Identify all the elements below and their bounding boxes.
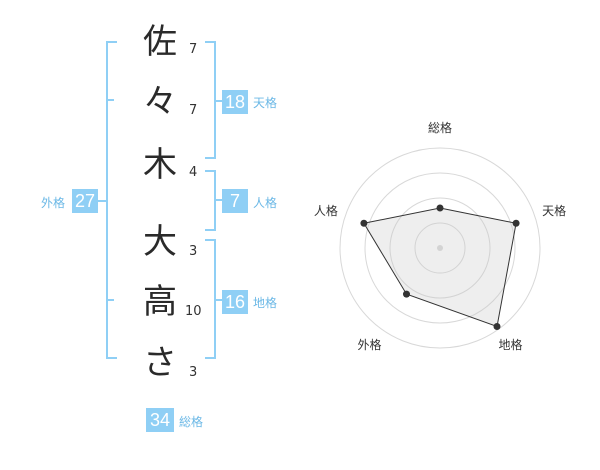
radar-point-1 [436,204,444,212]
tenkaku-value: 18 [222,90,248,114]
stroke-count-4: 3 [189,244,198,259]
stroke-count-5: 10 [185,304,202,319]
name-char-5: 高 [143,282,177,322]
name-char-4: 大 [143,222,177,262]
soukaku-label: 総格 [179,415,204,429]
tenkaku-bracket [205,41,222,159]
radar-ring-2 [389,197,491,299]
radar-axis-label-1: 総格 [428,120,452,135]
radar-polygon [363,207,517,328]
stroke-count-2: 7 [189,103,198,118]
radar-point-4 [402,290,410,298]
soukaku-value: 34 [146,408,174,432]
radar-ring-3 [364,172,516,324]
radar-axis-label-2: 天格 [542,203,566,218]
radar-point-2 [512,219,520,227]
name-char-3: 木 [143,145,177,185]
radar-point-5 [360,219,368,227]
stroke-count-1: 7 [189,42,198,57]
radar-point-3 [493,322,501,330]
gaikaku-bracket [97,41,117,359]
jinkaku-bracket [205,170,222,231]
gaikaku-label: 外格 [41,196,66,210]
name-char-2: 々 [143,82,177,122]
stroke-count-3: 4 [189,165,198,180]
jinkaku-label: 人格 [253,196,278,210]
chikaku-bracket [205,239,222,359]
radar-ring-4 [339,147,541,349]
gaikaku-value: 27 [72,189,98,213]
radar-axis-label-4: 外格 [357,337,381,352]
radar-axis-label-3: 地格 [499,337,523,352]
name-char-6: さ [143,343,177,383]
radar-axis-label-5: 人格 [314,203,338,218]
radar-center [437,245,443,251]
radar-ring-1 [414,222,466,274]
tenkaku-label: 天格 [253,96,278,110]
stroke-count-6: 3 [189,365,198,380]
chikaku-value: 16 [222,290,248,314]
name-char-1: 佐 [143,22,177,62]
chikaku-label: 地格 [253,296,278,310]
jinkaku-value: 7 [222,189,248,213]
